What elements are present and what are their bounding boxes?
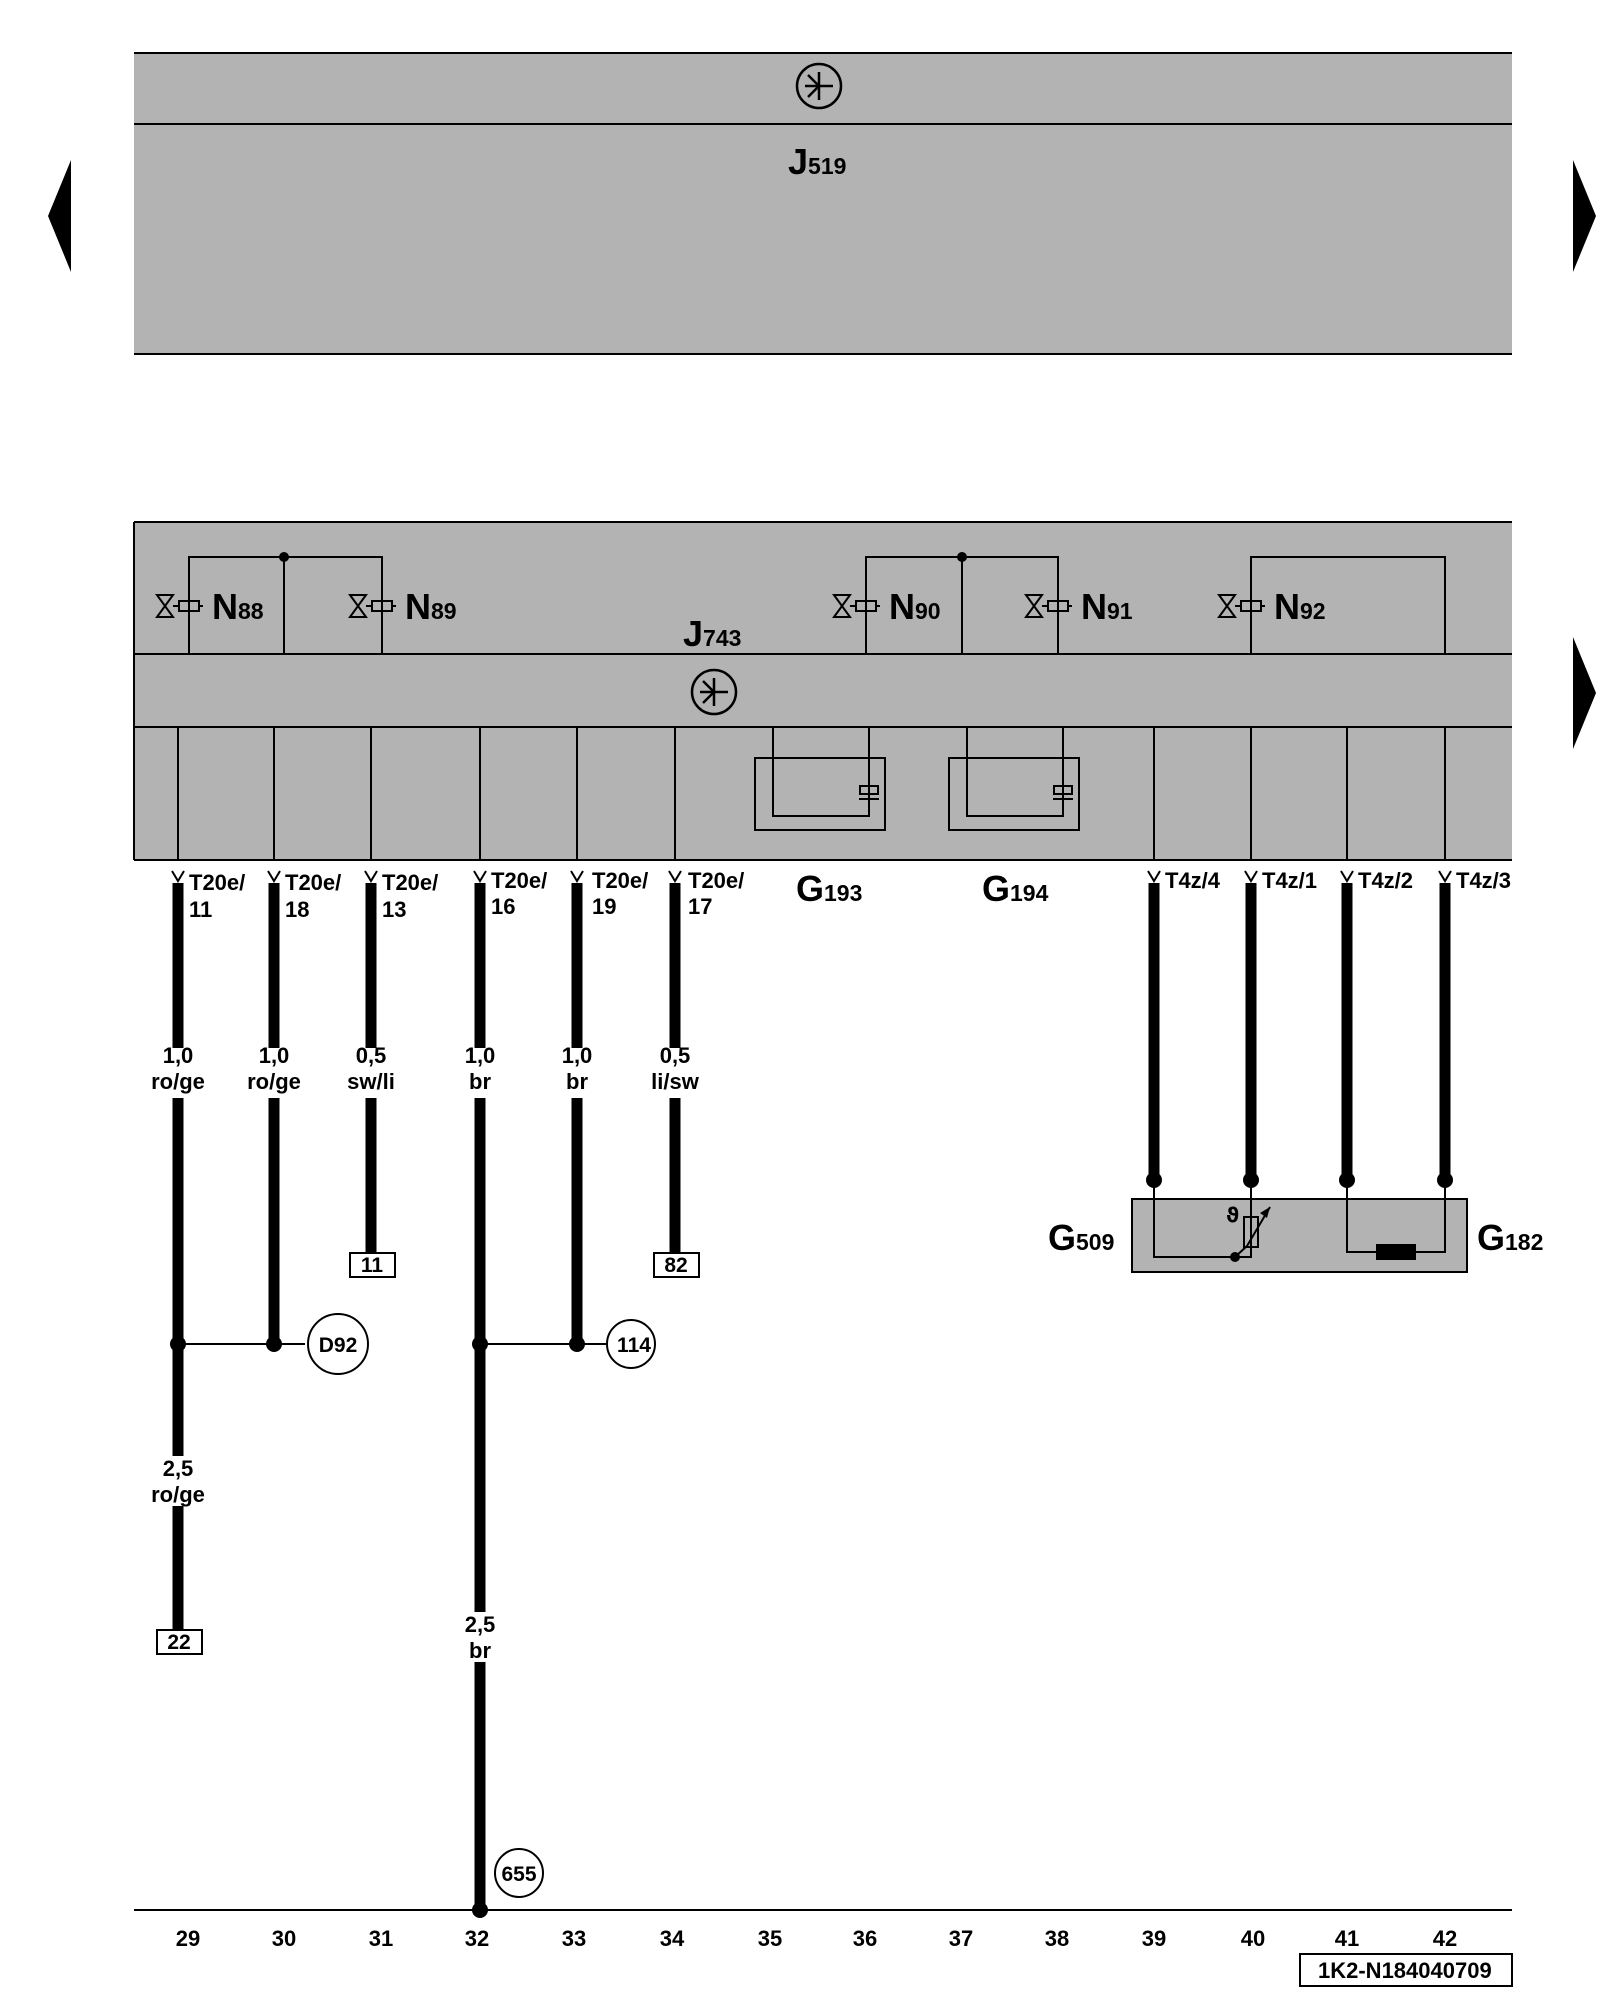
- column-number: 29: [176, 1926, 200, 1951]
- column-numbers: 29 30 31 32 33 34 35 36 37 38 39 40 41 4…: [176, 1926, 1457, 1951]
- label-n92: N92: [1274, 586, 1326, 627]
- triangle-right-icon[interactable]: [1573, 160, 1596, 272]
- wire-size: 2,5: [163, 1456, 194, 1481]
- label-j743: J743: [683, 613, 741, 654]
- column-number: 36: [853, 1926, 877, 1951]
- wire-size: 0,5: [356, 1043, 387, 1068]
- wire-size: 1,0: [562, 1043, 593, 1068]
- box-ref[interactable]: 82: [664, 1254, 687, 1277]
- column-number: 35: [758, 1926, 782, 1951]
- pin-label: T20e/: [285, 870, 341, 895]
- triangle-left-icon[interactable]: [48, 160, 71, 272]
- wires: [172, 883, 1451, 1910]
- pin-label: 13: [382, 897, 406, 922]
- doc-id: 1K2-N184040709: [1318, 1958, 1492, 1983]
- wire-color: br: [469, 1638, 491, 1663]
- ground-symbol-icon: [795, 62, 843, 110]
- wire-size: 2,5: [465, 1612, 496, 1637]
- column-number: 40: [1241, 1926, 1265, 1951]
- label-g509: G509: [1048, 1217, 1114, 1258]
- column-number: 31: [369, 1926, 393, 1951]
- svg-text:ϑ: ϑ: [1226, 1203, 1239, 1227]
- column-number: 32: [465, 1926, 489, 1951]
- solenoid-valve-icon: [832, 594, 880, 618]
- column-number: 39: [1142, 1926, 1166, 1951]
- box-ref[interactable]: 22: [167, 1631, 190, 1654]
- wire-color: ro/ge: [151, 1482, 205, 1507]
- sensor-block-g509-g182: ϑ: [1131, 1180, 1468, 1273]
- label-g193: G193: [796, 868, 862, 909]
- junction-dots: [170, 1172, 1453, 1918]
- wire-color: ro/ge: [151, 1069, 205, 1094]
- pin-label: T20e/: [189, 870, 245, 895]
- connector-pins: T20e/ 11 T20e/ 18 T20e/ 13 T20e/ 16 T20e…: [171, 868, 1511, 922]
- pin-label: T20e/: [688, 868, 744, 893]
- doc-id-box: [1299, 1953, 1513, 1987]
- box-ref[interactable]: 11: [361, 1254, 384, 1277]
- solenoid-valve-icon: [155, 594, 203, 618]
- wire-color: sw/li: [347, 1069, 395, 1094]
- wire-labels: 1,0 ro/ge 1,0 ro/ge 0,5 sw/li 1,0 br 1,0…: [151, 1043, 700, 1663]
- control-unit-j743: N88 N89 N90 N91 N92 J743: [133, 521, 1512, 861]
- column-number: 42: [1433, 1926, 1457, 1951]
- pin-label: T20e/: [382, 870, 438, 895]
- wire-color: br: [469, 1069, 491, 1094]
- solenoid-valve-icon: [1217, 594, 1265, 618]
- solenoid-valve-icon: [348, 594, 396, 618]
- pin-label: 16: [491, 894, 515, 919]
- column-number: 41: [1335, 1926, 1359, 1951]
- wire-size: 1,0: [465, 1043, 496, 1068]
- wire-size: 1,0: [163, 1043, 194, 1068]
- column-number: 30: [272, 1926, 296, 1951]
- control-unit-j519: J519: [134, 52, 1512, 355]
- sensor-g193-symbol: [754, 727, 886, 831]
- pin-label: 11: [189, 897, 212, 922]
- pin-label: T4z/3: [1456, 868, 1511, 893]
- pin-label: T20e/: [491, 868, 547, 893]
- pin-label: 17: [688, 894, 712, 919]
- label-n89: N89: [405, 586, 457, 627]
- label-j519: J519: [788, 141, 846, 182]
- wire-color: ro/ge: [247, 1069, 301, 1094]
- wire-size: 1,0: [259, 1043, 290, 1068]
- box-references: 11 82 22: [156, 1252, 700, 1655]
- wire-color: li/sw: [651, 1069, 700, 1094]
- circle-ref[interactable]: 114: [617, 1334, 651, 1357]
- pin-label: 18: [285, 897, 309, 922]
- pin-label: 19: [592, 894, 616, 919]
- label-n88: N88: [212, 586, 264, 627]
- wire-size: 0,5: [660, 1043, 691, 1068]
- sensor-g194-symbol: [948, 727, 1080, 831]
- circle-references: D92 114 655: [307, 1313, 656, 1898]
- pin-label: T4z/1: [1262, 868, 1317, 893]
- solenoid-valve-icon: [1024, 594, 1072, 618]
- label-n91: N91: [1081, 586, 1133, 627]
- label-g182: G182: [1477, 1217, 1543, 1258]
- label-g194: G194: [982, 868, 1049, 909]
- pin-label: T4z/2: [1358, 868, 1413, 893]
- column-number: 38: [1045, 1926, 1069, 1951]
- label-n90: N90: [889, 586, 941, 627]
- circle-ref[interactable]: 655: [501, 1863, 536, 1886]
- column-number: 34: [660, 1926, 685, 1951]
- ground-symbol-icon: [690, 668, 738, 716]
- column-number: 37: [949, 1926, 973, 1951]
- column-number: 33: [562, 1926, 586, 1951]
- wire-color: br: [566, 1069, 588, 1094]
- triangle-right-icon[interactable]: [1573, 637, 1596, 749]
- pin-label: T20e/: [592, 868, 648, 893]
- pin-label: T4z/4: [1165, 868, 1221, 893]
- circle-ref[interactable]: D92: [319, 1334, 358, 1357]
